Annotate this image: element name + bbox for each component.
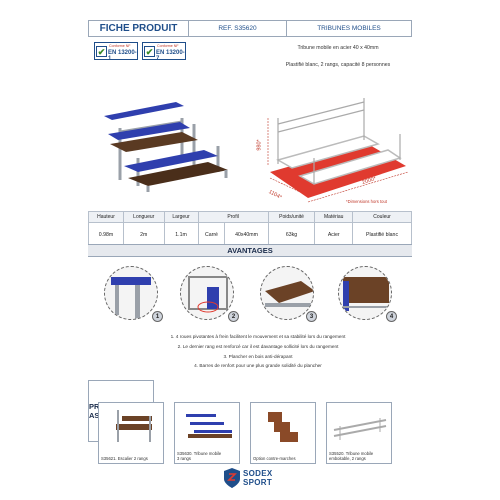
caption-line-1: S35630. Tribune mobile: [177, 451, 222, 456]
spec-value: Plastifié blanc: [352, 222, 412, 248]
brand-name-1: SODEX: [243, 469, 273, 478]
advantage-item: 1. 4 roues pivotantes à frein facilitent…: [170, 334, 346, 339]
product-caption: Option contre-marches: [253, 456, 296, 461]
norm-badge-2: ✔ Conforme NF EN 13200-7: [142, 42, 186, 62]
product-thumbnail: [186, 414, 232, 438]
spec-table: Hauteur Longueur Largeur Profil Poids/un…: [88, 211, 412, 248]
norm-label: Conforme NF: [157, 44, 179, 48]
checkbox-icon: ✔: [96, 46, 107, 57]
detail-image-reinforcement-bars: [338, 266, 392, 320]
advantage-item: 3. Plancher en bois anti-dérapant: [223, 353, 293, 359]
spec-header: Profil: [197, 211, 269, 223]
dimension-drawing: [267, 98, 409, 203]
height-dimension: 980*: [256, 139, 263, 151]
brand-logo: SODEX SPORT: [224, 468, 284, 490]
advantage-item: 2. Le dernier rang est renforcé car il e…: [177, 343, 339, 349]
spec-header: Hauteur: [88, 211, 124, 223]
advantage-badge-4: 4: [386, 311, 397, 322]
spec-header: Largeur: [163, 211, 199, 223]
advantages-list: 1. 4 roues pivotantes à frein facilitent…: [118, 334, 398, 373]
advantage-badge-3: 3: [306, 311, 317, 322]
spec-header: Poids/unité: [267, 211, 316, 223]
norm-code: EN 13200-1: [108, 50, 137, 62]
description-line-2: Plastifié blanc, 2 rangs, capacité 8 per…: [285, 62, 391, 68]
norm-badge-1: ✔ Conforme NF EN 13200-1: [94, 42, 138, 62]
bleacher-illustration: [104, 102, 228, 192]
caption-line-1: S35520. Tribune mobile: [329, 451, 374, 456]
spec-header: Longueur: [122, 211, 165, 223]
advantage-badge-2: 2: [228, 311, 239, 322]
product-sheet: FICHE PRODUIT REF. S35620 TRIBUNES MOBIL…: [88, 20, 412, 488]
shield-icon: [224, 468, 240, 488]
detail-image-reinforced-row: [180, 266, 234, 320]
spec-header-row: Hauteur Longueur Largeur Profil Poids/un…: [88, 211, 412, 223]
detail-image-wheels: [104, 266, 158, 320]
product-caption: S35621. Escalier 2 rangs: [101, 456, 148, 461]
product-thumbnail: [268, 412, 298, 442]
description-line-1: Tribune mobile en acier 40 x 40mm: [297, 45, 379, 51]
spec-header: Matériau: [314, 211, 354, 223]
spec-header: Couleur: [352, 211, 412, 223]
norm-code: EN 13200-7: [156, 50, 185, 62]
product-category: TRIBUNES MOBILES: [317, 25, 381, 32]
related-product-card[interactable]: Option contre-marches: [250, 402, 316, 464]
norm-badges: ✔ Conforme NF EN 13200-1 ✔ Conforme NF E…: [94, 42, 186, 62]
brand-name-2: SPORT: [243, 478, 273, 487]
detail-image-wood-floor: [260, 266, 314, 320]
related-products: S35621. Escalier 2 rangs S35630. Tribune…: [88, 400, 412, 470]
advantages-heading: AVANTAGES: [88, 244, 412, 257]
product-reference: REF. S35620: [189, 21, 287, 36]
advantage-badge-1: 1: [152, 311, 163, 322]
advantage-detail-images: 1 2 3 4: [104, 266, 404, 326]
related-product-card[interactable]: S35621. Escalier 2 rangs: [98, 402, 164, 464]
norm-label: Conforme NF: [109, 44, 131, 48]
checkbox-icon: ✔: [144, 46, 155, 57]
caption-line-2: 3 rangs: [177, 456, 191, 461]
spec-value: 1.1m: [163, 222, 199, 248]
advantage-item: 4. Barres de renfort pour une plus grand…: [194, 363, 322, 369]
caption-line-2: emboitable, 2 rangs: [329, 456, 366, 461]
header-row: FICHE PRODUIT REF. S35620 TRIBUNES MOBIL…: [88, 20, 412, 37]
page-title: FICHE PRODUIT: [89, 21, 189, 36]
product-thumbnail: [333, 418, 387, 440]
dimensions-note: *Dimensions hors tout: [346, 199, 387, 204]
product-thumbnail: [116, 410, 152, 442]
